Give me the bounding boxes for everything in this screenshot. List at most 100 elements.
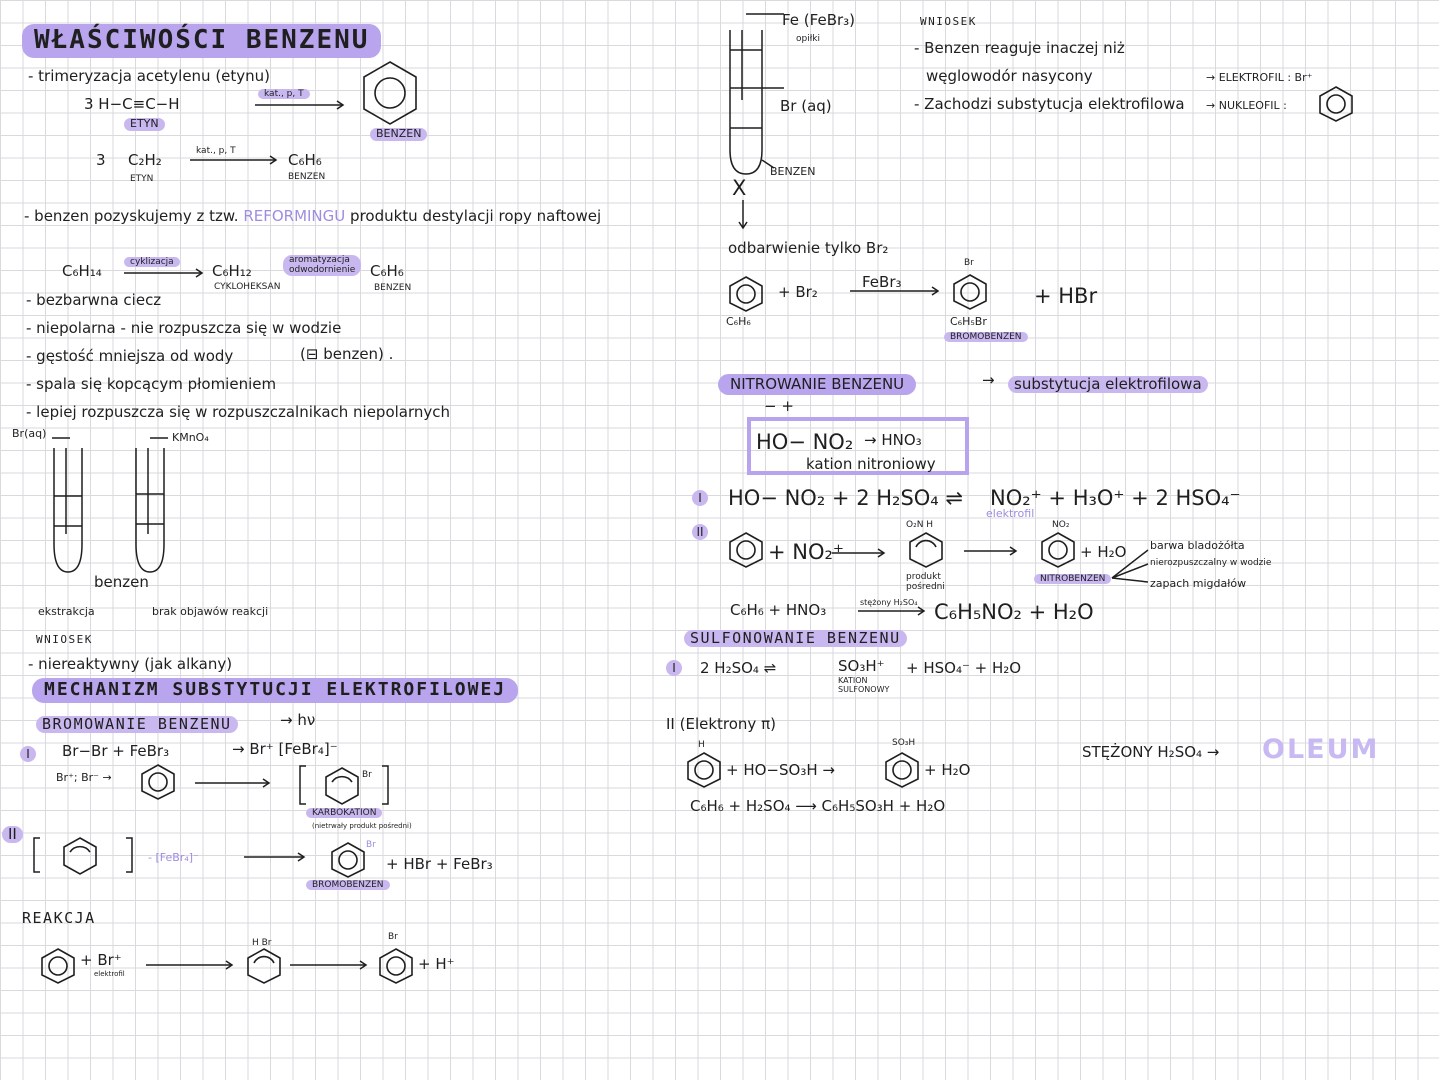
reforming-text: - benzen pozyskujemy z tzw. REFORMINGU p… <box>24 207 601 225</box>
trimer-equation: 3 H−C≡C−H <box>84 95 180 113</box>
step-1b-text: Br⁺; Br⁻ → <box>56 771 112 784</box>
benzene-ring-icon <box>729 276 763 312</box>
benzene-ring-icon <box>687 752 721 788</box>
eq2-reactant: C₂H₂ <box>128 151 162 169</box>
mechanism-title: MECHANIZM SUBSTYTUCJI ELEKTROFILOWEJ <box>32 678 519 703</box>
reform-intermediate-label: CYKLOHEKSAN <box>214 282 281 292</box>
reform-intermediate: C₆H₁₂ <box>212 262 252 280</box>
tube-br-label: Br(aq) <box>12 427 47 440</box>
r1-catalyst: FeBr₃ <box>862 273 902 291</box>
nitration-step-2-arrow <box>832 548 886 558</box>
property-arrows <box>1111 549 1149 583</box>
trimer-conditions: kat., p, T <box>258 89 310 100</box>
nitration-arrow: → <box>982 371 995 389</box>
reform-arrow1 <box>124 268 204 278</box>
down-arrow <box>738 200 748 230</box>
step-2-minus: - [FeBr₄]⁻ <box>148 851 199 864</box>
step-2-roman: II <box>2 825 23 844</box>
step-1b-arrow <box>195 778 271 788</box>
nitric-acid-box <box>747 417 969 475</box>
tube-kmno4-label: KMnO₄ <box>172 431 209 444</box>
nitration-step-1: HO− NO₂ + 2 H₂SO₄ ⇌ <box>728 486 963 510</box>
reaction-label: REAKCJA <box>22 909 96 927</box>
step-1-roman: I <box>20 746 36 762</box>
nitration-intermediate-note: produkt pośredni <box>906 572 945 593</box>
nitrobenzene-solubility: nierozpuszczalny w wodzie <box>1150 558 1272 568</box>
reaction-arrow-1 <box>146 960 234 970</box>
trimer-arrow <box>255 100 345 110</box>
benzene-ring-icon <box>1041 532 1075 568</box>
iron-filings-label: opiłki <box>796 34 820 44</box>
carbocation-icon <box>299 765 389 805</box>
reform-reactant: C₆H₁₄ <box>62 262 102 280</box>
box-hno3: → HNO₃ <box>864 431 922 449</box>
oleum-label: OLEUM <box>1262 734 1380 765</box>
reaction-electrophile-label: elektrofil <box>94 970 125 978</box>
page-title: WŁAŚCIWOŚCI BENZENU <box>22 24 382 58</box>
nitrobenzene-smell: zapach migdałów <box>1150 577 1247 590</box>
no-reaction-mark: X <box>732 176 747 200</box>
benzene-ring-icon <box>953 274 987 310</box>
reforming-pre: - benzen pozyskujemy z tzw. <box>24 207 239 225</box>
conclusion-2: - Zachodzi substytucja elektrofilowa <box>914 95 1185 113</box>
nitration-summary-right: C₆H₅NO₂ + H₂O <box>934 600 1094 624</box>
nitrobenzene-no2-label: NO₂ <box>1052 520 1070 530</box>
electrophile-note: → ELEKTROFIL : Br⁺ <box>1206 71 1313 84</box>
benzene-test-tube-icon <box>729 13 784 175</box>
benzene-ring-icon <box>1319 86 1353 122</box>
nitration-summary-left: C₆H₆ + HNO₃ <box>730 601 827 619</box>
box-nitronium-label: kation nitroniowy <box>806 455 936 473</box>
nucleophile-note: → NUKLEOFIL : <box>1206 99 1287 112</box>
test-tubes-icon <box>52 437 168 573</box>
benzene-ring-icon <box>363 61 417 125</box>
reaction-product-br-label: Br <box>388 932 398 942</box>
carbocation-h-label: Br <box>362 770 372 780</box>
unreactive-note: - niereaktywny (jak alkany) <box>28 655 233 673</box>
reaction-proton: + H⁺ <box>418 955 455 973</box>
sulfonation-step-1-rest: + HSO₄⁻ + H₂O <box>906 659 1022 677</box>
sulfonation-step-2-reagent: + HO−SO₃H → <box>726 761 835 779</box>
property-2: - niepolarna - nie rozpuszcza się w wodz… <box>26 319 342 337</box>
nitration-step-2-plus: + NO₂⁺ <box>768 540 845 564</box>
bromination-title: BROMOWANIE BENZENU <box>36 715 238 734</box>
reform-cond2a: aromatyzacja <box>289 255 350 265</box>
decolorization-note: odbarwienie tylko Br₂ <box>728 239 889 257</box>
carbocation-icon <box>33 837 133 875</box>
nitration-title: NITROWANIE BENZENU <box>718 374 917 396</box>
property-4: - spala się kopcącym płomieniem <box>26 375 277 393</box>
nitration-step-2-arrow-2 <box>964 546 1018 556</box>
eq2-conditions: kat., p, T <box>196 146 236 156</box>
sulfonation-step-1-roman: I <box>666 660 682 676</box>
eq2-product: C₆H₆ <box>288 151 322 169</box>
reform-product: C₆H₆ <box>370 262 404 280</box>
eq2-reactant-label: ETYN <box>130 174 154 184</box>
bromobenzene-tag: BROMOBENZEN <box>306 880 390 891</box>
sulfonation-h-label: H <box>698 740 705 750</box>
reaction-intermediate-label: H Br <box>252 938 272 948</box>
concentrated-acid-note: STĘŻONY H₂SO₄ → <box>1082 743 1220 761</box>
benzene-ring-icon <box>909 532 943 568</box>
benzene-ring-icon <box>729 532 763 568</box>
r1-product-br-label: Br <box>964 258 974 268</box>
nitrobenzene-tag: NITROBENZEN <box>1034 574 1112 585</box>
sulfonation-step-1: 2 H₂SO₄ ⇌ <box>700 659 777 677</box>
bromobenzene-br-label: Br <box>366 840 376 850</box>
r1-bromine: + Br₂ <box>778 283 818 301</box>
tube-benzen-label: benzen <box>94 573 149 591</box>
nitration-charges: − + <box>764 397 794 415</box>
trimer-heading: - trimeryzacja acetylenu (etynu) <box>28 67 271 85</box>
r1-reactant-label: C₆H₆ <box>726 315 751 328</box>
property-3-note: (⊟ benzen) . <box>300 345 394 363</box>
step-2-product: + HBr + FeBr₃ <box>386 855 493 873</box>
benzene-ring-icon <box>885 752 919 788</box>
carbocation-note: (nietrwały produkt pośredni) <box>312 822 412 830</box>
right-conclusion-label: WNIOSEK <box>920 15 977 28</box>
r1-product: C₆H₅Br <box>950 315 987 328</box>
reform-cond2b: odwodornienie <box>289 265 356 276</box>
r1-product-tag: BROMOBENZEN <box>944 332 1028 343</box>
nitration-intermediate-label: O₂N H <box>906 520 934 530</box>
property-3: - gęstość mniejsza od wody <box>26 347 234 365</box>
sulfonation-cation: SO₃H⁺ <box>838 657 885 675</box>
step-2-arrow <box>244 852 306 862</box>
